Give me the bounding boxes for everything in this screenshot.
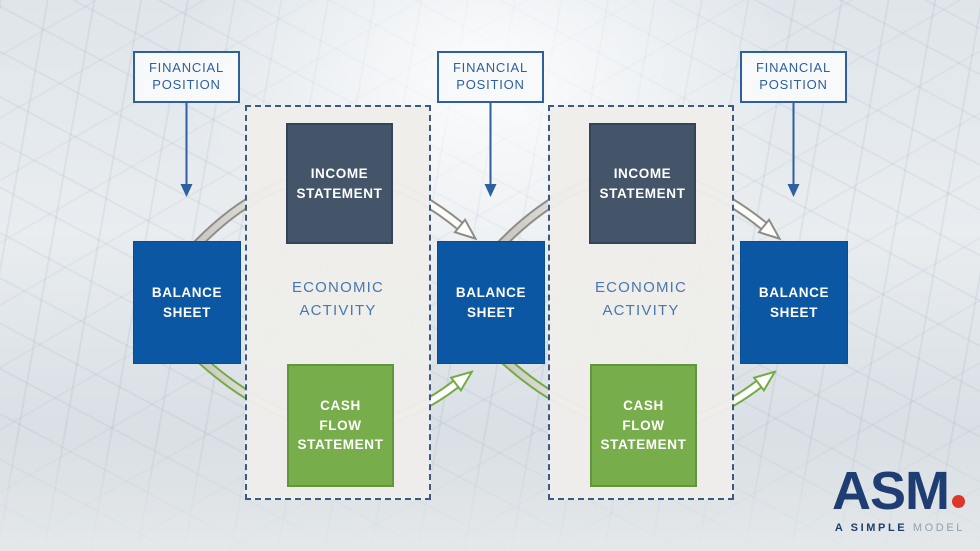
economic-activity-region-1: INCOME STATEMENT ECONOMIC ACTIVITY CASH … [245,105,431,500]
balance-sheet-box-3: BALANCE SHEET [740,241,848,364]
cash-flow-statement-label: CASH FLOW STATEMENT [297,398,384,453]
financial-position-callout-1: FINANCIAL POSITION [133,51,240,103]
balance-sheet-label: BALANCE SHEET [151,284,223,320]
income-statement-label: INCOME STATEMENT [599,165,686,201]
balance-sheet-label: BALANCE SHEET [758,284,830,320]
economic-activity-label-2: ECONOMIC ACTIVITY [594,279,688,319]
balance-sheet-box-1: BALANCE SHEET [133,241,241,364]
economic-activity-label-1: ECONOMIC ACTIVITY [291,279,385,319]
income-statement-label: INCOME STATEMENT [296,165,383,201]
cash-flow-statement-box-1: CASH FLOW STATEMENT [287,364,394,487]
income-statement-box-1: INCOME STATEMENT [286,123,393,244]
income-statement-box-2: INCOME STATEMENT [589,123,696,244]
financial-position-callout-3: FINANCIAL POSITION [740,51,847,103]
balance-sheet-box-2: BALANCE SHEET [437,241,545,364]
asm-tagline-primary: A SIMPLE [834,522,908,534]
cash-flow-statement-box-2: CASH FLOW STATEMENT [590,364,697,487]
asm-logo: ASM A SIMPLE MODEL [832,464,965,534]
cash-flow-statement-label: CASH FLOW STATEMENT [600,398,687,453]
asm-red-dot-icon [952,495,965,508]
asm-tagline: A SIMPLE MODEL [832,522,965,534]
economic-activity-region-2: INCOME STATEMENT ECONOMIC ACTIVITY CASH … [548,105,734,500]
balance-sheet-label: BALANCE SHEET [455,284,527,320]
financial-position-callout-2: FINANCIAL POSITION [437,51,544,103]
asm-wordmark-text: ASM [832,461,950,521]
asm-wordmark: ASM [832,464,965,518]
asm-tagline-secondary: MODEL [907,522,965,534]
